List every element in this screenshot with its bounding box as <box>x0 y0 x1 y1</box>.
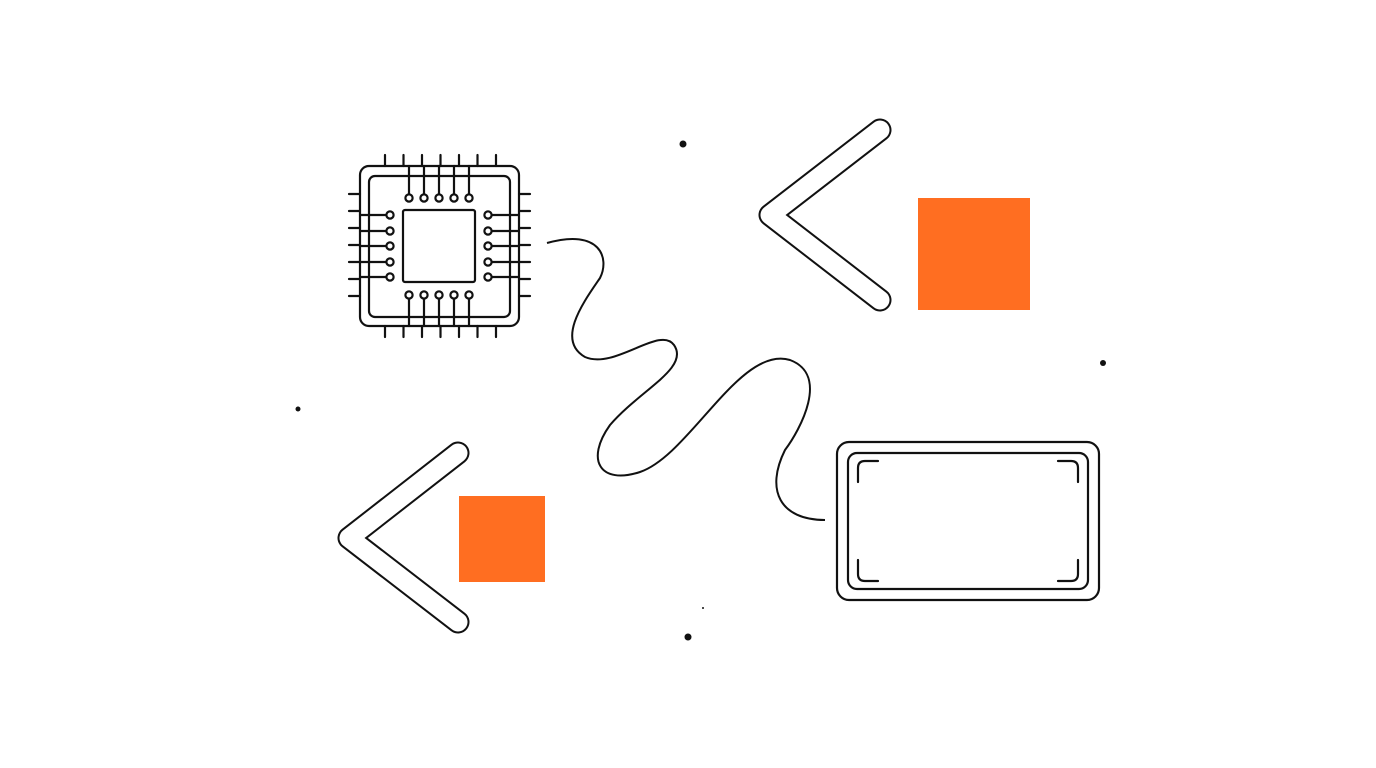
card-frame-icon <box>835 440 1101 602</box>
chip-pad-left <box>385 272 395 282</box>
dot <box>684 633 692 641</box>
chevron-left-icon-inner <box>760 120 890 310</box>
dot <box>1100 360 1106 366</box>
chip-pad-left <box>385 210 395 220</box>
chip-core <box>401 208 477 284</box>
card-corner-bottom-left <box>856 558 880 583</box>
chip-pad-left <box>385 241 395 251</box>
chip-pad-right <box>483 226 493 236</box>
dot <box>679 140 687 148</box>
dot <box>295 406 301 412</box>
chip-pad-left <box>385 226 395 236</box>
chip-pad-bottom <box>449 290 459 300</box>
chip-pad-right <box>483 210 493 220</box>
connector-wire-icon <box>546 237 826 521</box>
card-frame-inner <box>846 451 1090 591</box>
accent-square-small <box>459 496 545 582</box>
chip-pad-top <box>404 193 414 203</box>
chevron-left-icon <box>758 118 892 312</box>
chip-icon <box>347 153 532 339</box>
dot <box>702 607 704 609</box>
chip-pad-bottom <box>434 290 444 300</box>
chip-pins <box>347 153 532 339</box>
chip-pad-right <box>483 241 493 251</box>
chip-pad-right <box>483 272 493 282</box>
chip-pad-top <box>464 193 474 203</box>
chevron-left-icon-inner <box>339 443 468 632</box>
chip-pad-bottom <box>464 290 474 300</box>
chip-pad-right <box>483 257 493 267</box>
chevron-left-icon <box>337 441 470 634</box>
card-corner-bottom-right <box>1056 558 1080 583</box>
chip-pad-top <box>434 193 444 203</box>
decorative-dots <box>295 140 1106 641</box>
chip-pad-top <box>449 193 459 203</box>
chip-pad-top <box>419 193 429 203</box>
card-corner-top-right <box>1056 459 1080 484</box>
card-frame-outer <box>835 440 1101 602</box>
chip-pad-bottom <box>404 290 414 300</box>
chip-pad-left <box>385 257 395 267</box>
accent-square-large <box>918 198 1030 310</box>
card-corner-top-left <box>856 459 880 484</box>
chip-pad-bottom <box>419 290 429 300</box>
